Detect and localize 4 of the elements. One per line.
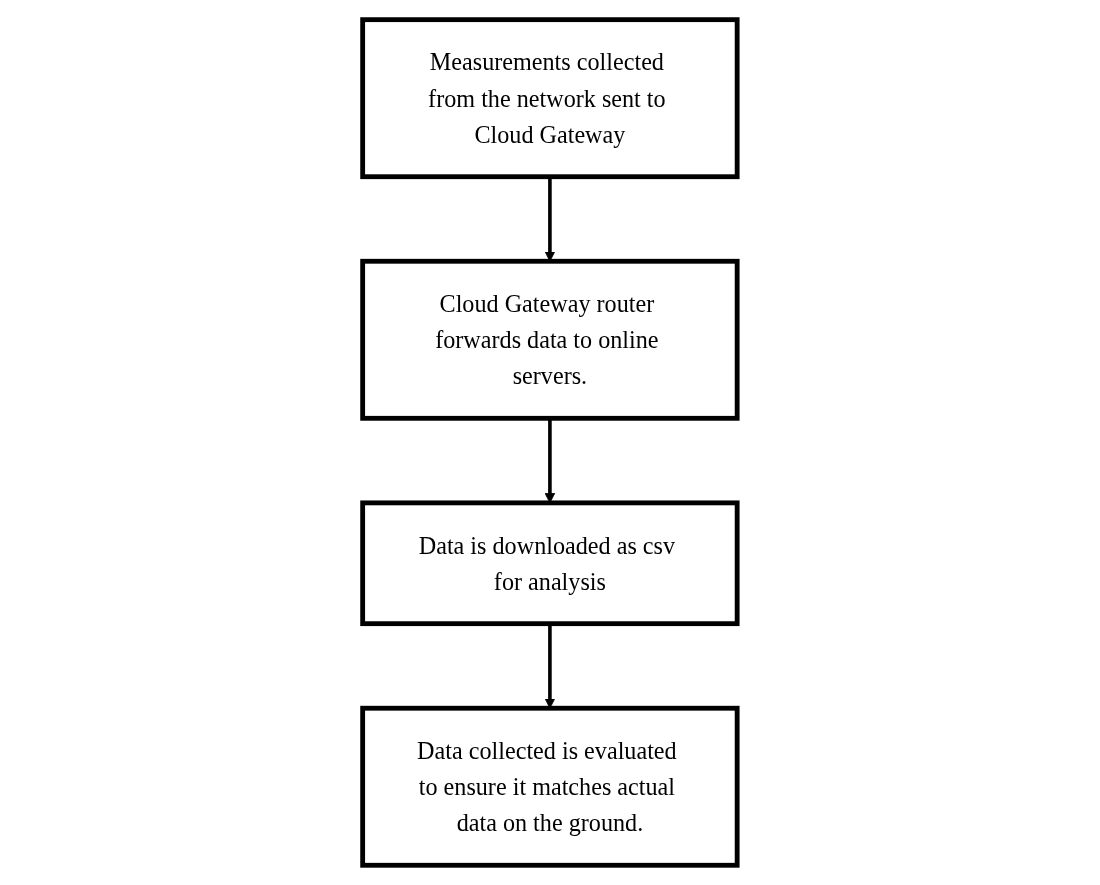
- node-box: Cloud Gateway router forwards data to online servers.: [360, 258, 740, 421]
- node-box: Data is downloaded as csv for analysis: [360, 500, 740, 627]
- node-box: Measurements collected from the network sent to Cloud Gateway: [360, 17, 740, 180]
- node-box: Data collected is evaluated to ensure it matches actual data on the ground.: [360, 705, 740, 868]
